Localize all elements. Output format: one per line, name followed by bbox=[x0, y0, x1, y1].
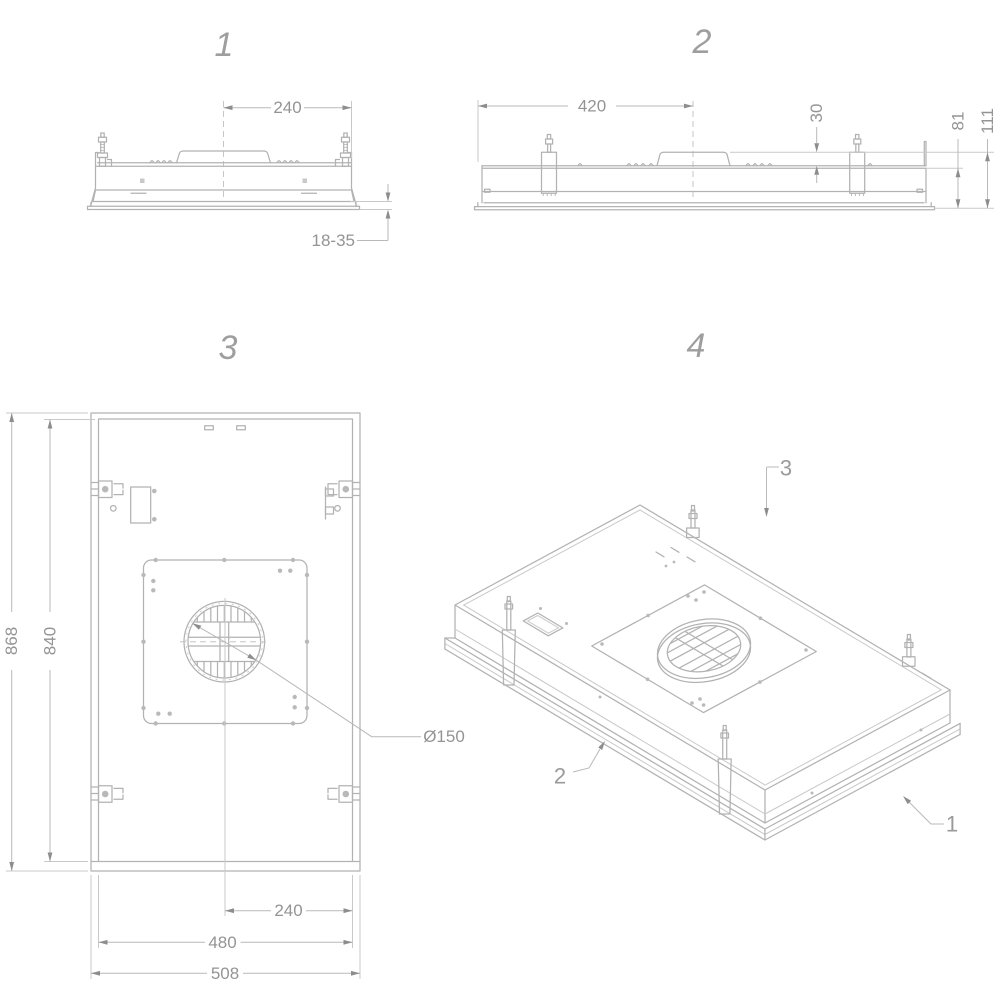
view-2-dimension-81: 81 bbox=[949, 112, 968, 209]
dim-d150-text: Ø150 bbox=[423, 727, 465, 746]
view-3-junction-box bbox=[109, 486, 157, 524]
dim-840-text: 840 bbox=[41, 627, 60, 655]
iso-duct-collar bbox=[656, 618, 752, 684]
dim-240-text: 240 bbox=[273, 98, 301, 117]
view-1-dimension-240: 240 bbox=[223, 98, 352, 158]
view-2-top-bumps bbox=[577, 163, 873, 167]
callout-3-text: 3 bbox=[780, 456, 792, 481]
view-3-bracket-lower-left bbox=[90, 785, 124, 803]
dim-30-text: 30 bbox=[807, 104, 826, 123]
view-2-label: 2 bbox=[692, 23, 712, 61]
view-2-dimension-111: 111 bbox=[978, 108, 997, 209]
view-3-label: 3 bbox=[219, 329, 238, 367]
callout-1-text: 1 bbox=[946, 812, 958, 837]
view-3-bracket-upper-left bbox=[90, 480, 124, 499]
view-2-dimension-30: 30 bbox=[807, 104, 826, 183]
view-1-dimension-18-35: 18-35 bbox=[312, 184, 392, 250]
view-2-duct-spigot bbox=[656, 151, 731, 167]
iso-hanger-strap-front-2 bbox=[717, 724, 732, 815]
iso-hanger-bolt-rear-1 bbox=[655, 504, 700, 568]
view-1-body-outline bbox=[86, 151, 361, 211]
iso-motor-plate bbox=[591, 584, 817, 714]
iso-callout-2: 2 bbox=[554, 741, 605, 789]
view-2-hanger-strap-left bbox=[540, 133, 558, 196]
view-3-bracket-lower-right bbox=[327, 785, 361, 803]
view-1-hanging-bolt-left bbox=[96, 132, 113, 167]
dim-18-35-text: 18-35 bbox=[312, 231, 355, 250]
view-2-side-elevation: 2 bbox=[473, 23, 997, 211]
view-3-dimension-508: 508 bbox=[91, 964, 360, 983]
view-4-label: 4 bbox=[687, 327, 706, 365]
iso-hanger-bolt-rear-2 bbox=[901, 633, 932, 680]
view-3-dimension-868: 868 bbox=[2, 412, 88, 872]
callout-2-text: 2 bbox=[554, 764, 566, 789]
view-3-bracket-upper-right bbox=[324, 480, 361, 520]
view-1-hanging-bolt-right bbox=[334, 132, 352, 167]
view-4-isometric: 4 bbox=[444, 327, 961, 841]
clip-mark-left bbox=[140, 178, 145, 183]
dim-81-text: 81 bbox=[949, 112, 968, 131]
iso-body bbox=[444, 504, 961, 841]
dim-480-text: 480 bbox=[208, 933, 236, 952]
dim-420-text: 420 bbox=[578, 97, 606, 116]
iso-callout-1: 1 bbox=[903, 796, 958, 837]
dim-111-text: 111 bbox=[978, 108, 997, 134]
view-3-bottom-extension-lines bbox=[90, 875, 361, 979]
dim-868-text: 868 bbox=[2, 627, 21, 655]
view-1-top-bumps bbox=[149, 160, 300, 164]
iso-hanger-strap-front-1 bbox=[501, 595, 516, 686]
clip-mark-right bbox=[302, 178, 307, 183]
view-3-dimension-d150: Ø150 bbox=[192, 622, 465, 746]
view-1-side-elevation: 1 bbox=[86, 26, 392, 250]
view-3-dimension-240: 240 bbox=[225, 901, 353, 920]
view-3-plan-view: 3 bbox=[2, 329, 465, 983]
iso-callout-3: 3 bbox=[764, 456, 792, 517]
dim-508-text: 508 bbox=[211, 964, 239, 983]
dim-240b-text: 240 bbox=[274, 901, 302, 920]
view-1-label: 1 bbox=[215, 26, 234, 64]
view-2-dimension-420: 420 bbox=[477, 97, 693, 162]
view-3-dimension-480: 480 bbox=[98, 933, 353, 952]
iso-junction-box bbox=[522, 607, 568, 637]
view-1-duct-spigot bbox=[175, 150, 272, 164]
view-3-dimension-840: 840 bbox=[41, 419, 95, 862]
